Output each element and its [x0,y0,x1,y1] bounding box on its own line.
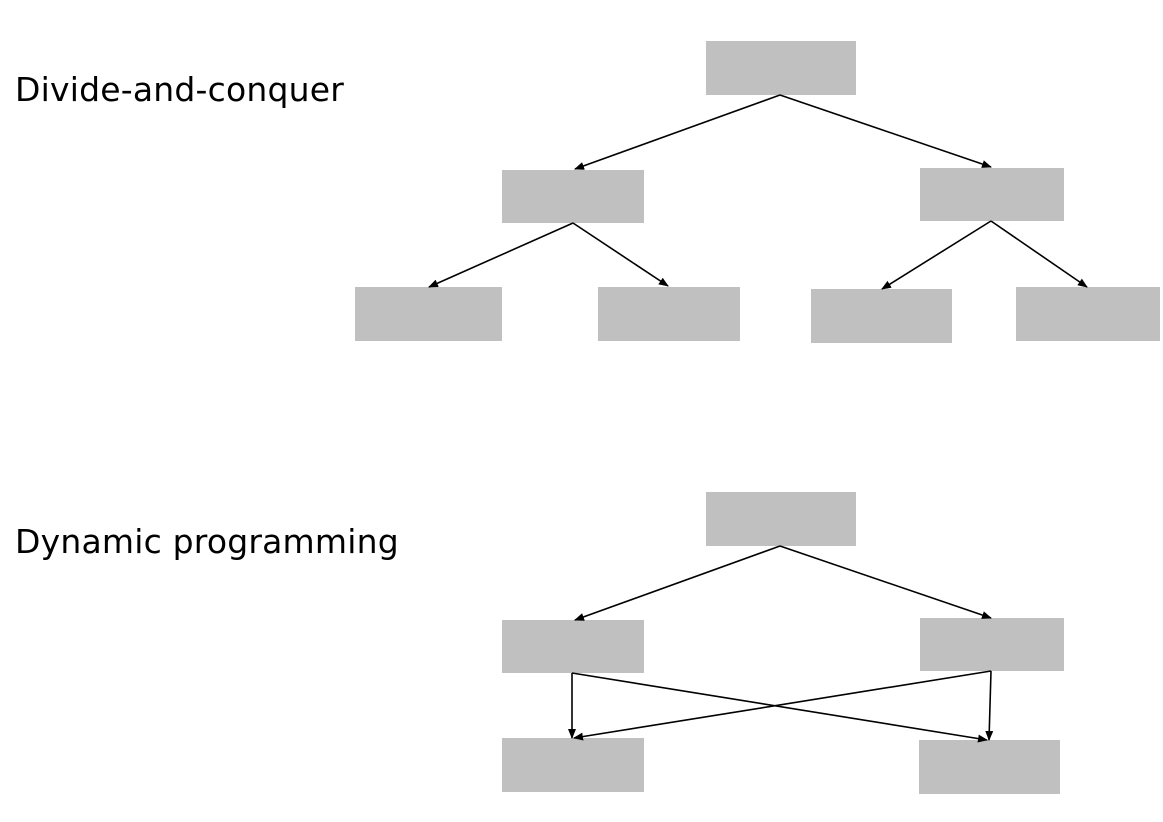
divide-and-conquer-tree [355,41,1160,343]
dp-root-node [706,492,856,546]
dc-edge-left-leaf-1 [428,222,574,288]
dc-root-node [706,41,856,95]
dc-edge-root-left [574,94,781,170]
dp-right-node [920,618,1064,671]
divide-and-conquer-label: Divide-and-conquer [15,70,345,109]
dp-bottom-left-node [502,738,644,792]
dp-edge-left-bottom-right [571,672,988,743]
dynamic-programming-dag [502,492,1064,794]
dp-left-node [502,620,644,673]
dp-edge-root-left [574,545,781,621]
dc-edge-left-leaf-2 [572,222,669,287]
dc-leaf-node-3 [811,289,952,343]
dp-bottom-right-node [919,740,1060,794]
dp-edge-right-bottom-left [573,670,992,741]
dp-edge-root-right [779,545,992,619]
dc-edge-right-leaf-3 [881,220,992,290]
dc-leaf-node-1 [355,287,502,341]
dc-left-node [502,170,644,223]
dc-edge-right-leaf-4 [990,220,1088,288]
dc-leaf-node-4 [1016,287,1160,341]
dc-leaf-node-2 [598,287,740,341]
dp-edge-right-bottom-right [985,670,994,741]
dc-edge-root-right [779,94,992,168]
dc-right-node [920,168,1064,221]
dynamic-programming-label: Dynamic programming [15,522,399,561]
